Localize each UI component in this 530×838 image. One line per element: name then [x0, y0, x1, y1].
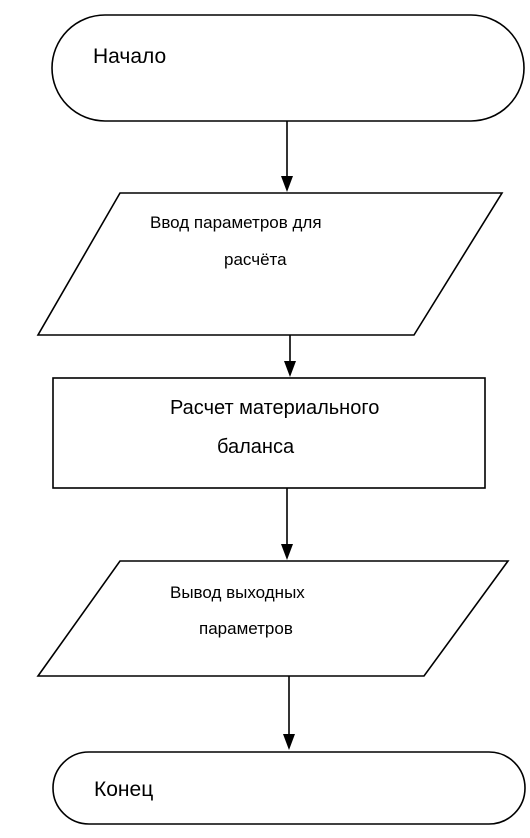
- output-label-line-1: Вывод выходных: [170, 583, 305, 602]
- connector-output-to-end: [283, 676, 295, 750]
- process-node: Расчет материального баланса: [52, 377, 486, 489]
- input-label-line-1: Ввод параметров для: [150, 213, 322, 232]
- input-node: Ввод параметров для расчёта: [36, 192, 504, 336]
- process-label-line-2: баланса: [217, 436, 295, 458]
- input-parallelogram-shape: [36, 192, 504, 336]
- end-node: Конец: [52, 751, 526, 825]
- connector-input-to-process: [284, 335, 296, 377]
- connector-start-to-input: [281, 121, 293, 192]
- process-label-line-1: Расчет материального: [170, 397, 379, 419]
- arrowhead: [284, 361, 296, 377]
- process-rectangle-shape: [52, 377, 486, 489]
- arrowhead: [281, 176, 293, 192]
- end-terminal-shape: [52, 751, 526, 825]
- output-node: Вывод выходных параметров: [36, 560, 510, 677]
- input-label-line-2: расчёта: [224, 250, 287, 269]
- arrowhead: [283, 734, 295, 750]
- end-label: Конец: [94, 778, 153, 801]
- output-label-line-2: параметров: [199, 619, 293, 638]
- start-node: Начало: [51, 14, 525, 122]
- arrowhead: [281, 544, 293, 560]
- start-terminal-shape: [51, 14, 525, 122]
- connector-process-to-output: [281, 488, 293, 560]
- output-parallelogram-shape: [36, 560, 510, 677]
- start-label: Начало: [93, 45, 166, 68]
